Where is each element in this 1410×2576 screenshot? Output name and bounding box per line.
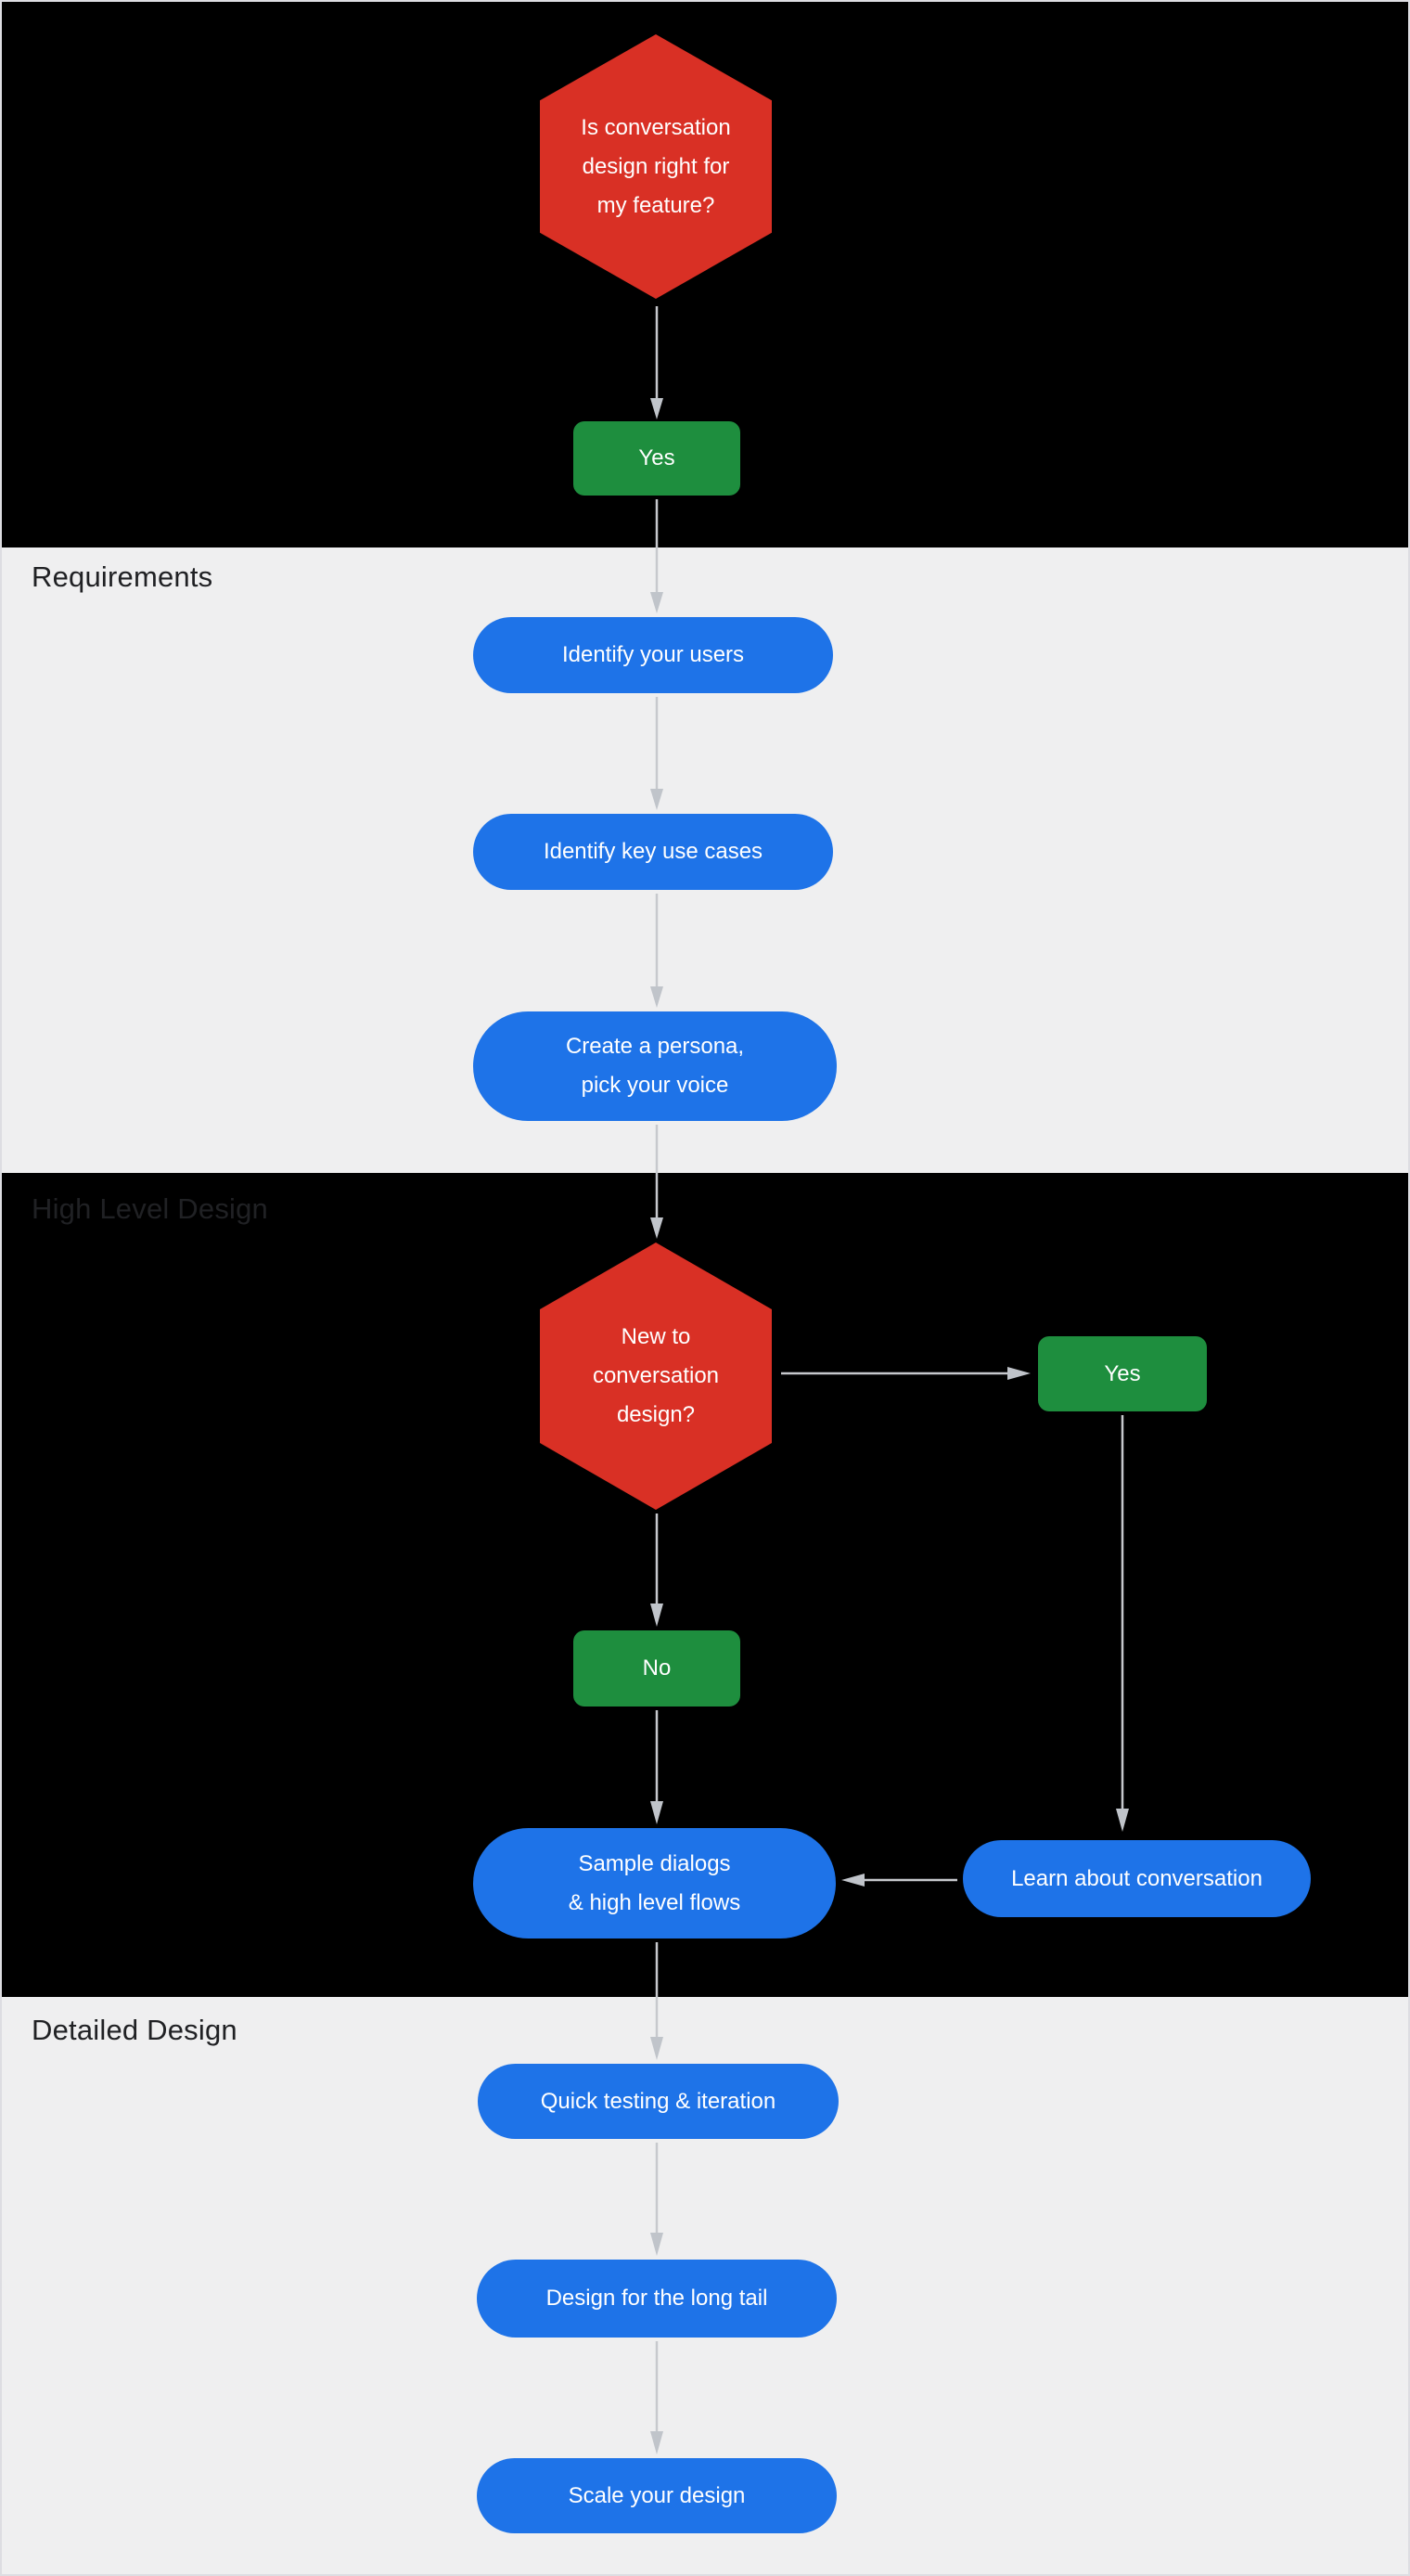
step-scale-your-design: Scale your design [477,2458,837,2533]
decision-is-conversation-design-right: Is conversation design right for my feat… [540,34,772,299]
decision-new-to-conversation-design: New to conversation design? [540,1243,772,1510]
step-create-persona-pick-voice: Create a persona, pick your voice [473,1011,837,1121]
step-learn-about-conversation: Learn about conversation [963,1840,1311,1917]
answer-no-new-to-design: No [573,1630,740,1707]
section-label-detailed-design: Detailed Design [32,2014,237,2046]
step-design-for-long-tail: Design for the long tail [477,2260,837,2338]
answer-yes-new-to-design: Yes [1038,1336,1207,1411]
answer-yes-start: Yes [573,421,740,496]
step-sample-dialogs-high-level-flows: Sample dialogs & high level flows [473,1828,836,1938]
step-quick-testing-iteration: Quick testing & iteration [478,2064,839,2139]
section-label-requirements: Requirements [32,560,213,593]
section-label-high-level-design: High Level Design [32,1192,268,1225]
step-identify-your-users: Identify your users [473,617,833,693]
step-identify-key-use-cases: Identify key use cases [473,814,833,890]
